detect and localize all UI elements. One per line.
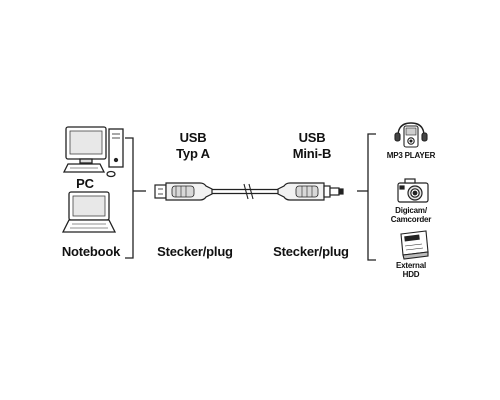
usb-a-plug-label: Stecker/plug xyxy=(157,244,233,259)
pc-label: PC xyxy=(76,176,94,191)
hdd-label-line2: HDD xyxy=(402,270,420,279)
mp3-player-label: MP3 PLAYER xyxy=(386,151,436,160)
hdd-label-line1: External xyxy=(396,261,426,270)
right-bracket xyxy=(357,133,376,261)
mp3-player-icon xyxy=(394,122,428,148)
camera-label-line1: Digicam/ xyxy=(395,206,427,215)
usb-mini-b-plug-icon xyxy=(277,182,344,201)
notebook-icon xyxy=(61,191,117,233)
pc-icon xyxy=(62,126,124,178)
camera-label-line2: Camcorder xyxy=(390,215,432,224)
camera-icon xyxy=(397,178,429,203)
usb-a-type-line1: USB xyxy=(179,130,207,145)
left-bracket xyxy=(125,137,146,259)
usb-a-plug-icon xyxy=(154,182,213,201)
usb-b-type-line1: USB xyxy=(298,130,326,145)
cable-icon xyxy=(212,183,278,200)
usb-a-type-line2: Typ A xyxy=(176,146,210,161)
usb-b-type-line2: Mini-B xyxy=(292,146,332,161)
usb-b-plug-label: Stecker/plug xyxy=(273,244,349,259)
notebook-label: Notebook xyxy=(61,244,121,259)
external-hdd-icon xyxy=(400,230,429,260)
